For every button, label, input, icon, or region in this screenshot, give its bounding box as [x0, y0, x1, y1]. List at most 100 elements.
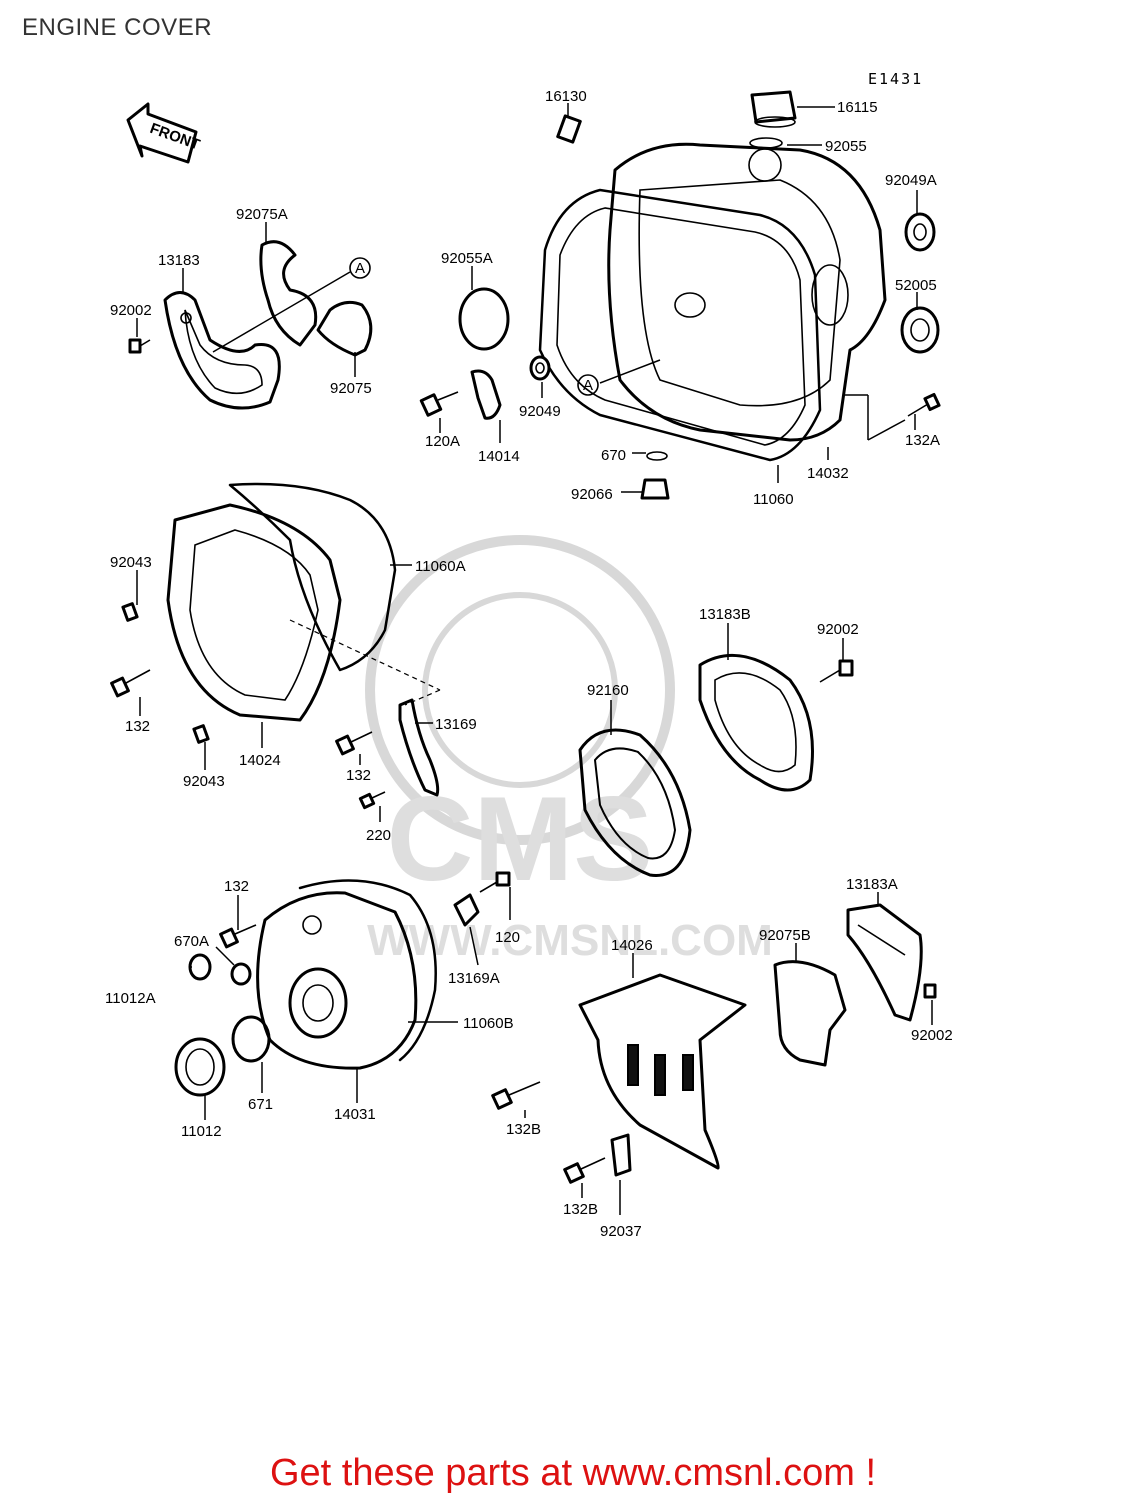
label-132-b: 132	[346, 767, 371, 784]
label-92002-b: 92002	[817, 621, 859, 638]
pin-92043-a-icon	[121, 602, 139, 622]
label-13169A: 13169A	[448, 970, 500, 987]
part-13183-guard	[163, 291, 281, 410]
bolt-132-a-icon	[110, 669, 151, 698]
part-14026-sprocket-cover	[578, 973, 747, 1170]
watermark-logo-text: CMS	[387, 772, 654, 906]
pin-92043-b-icon	[192, 724, 210, 744]
seal-92049-icon	[529, 355, 551, 381]
label-92075B: 92075B	[759, 927, 811, 944]
label-92075A: 92075A	[236, 206, 288, 223]
ref-marker-a2-circle	[577, 374, 599, 396]
label-52005: 52005	[895, 277, 937, 294]
oring-92055A-icon	[458, 287, 510, 351]
part-16130-plug-icon	[556, 114, 582, 144]
label-132B-b: 132B	[563, 1201, 598, 1218]
bolt-92002-b-icon	[819, 659, 854, 683]
label-92075: 92075	[330, 380, 372, 397]
oring-671-icon	[231, 1015, 271, 1063]
part-labels: 16130 16115 92055 92049A 92075A 13183 92…	[105, 88, 953, 1240]
page-title: ENGINE COVER	[22, 14, 213, 41]
label-13183A: 13183A	[846, 876, 898, 893]
part-13169-guide	[398, 698, 440, 797]
label-92055A: 92055A	[441, 250, 493, 267]
plug-92066-icon	[640, 478, 670, 500]
part-11060B-gasket	[298, 879, 437, 1062]
part-14031-generator-cover	[256, 891, 418, 1070]
label-92160: 92160	[587, 682, 629, 699]
label-132B-a: 132B	[506, 1121, 541, 1138]
label-132-a: 132	[125, 718, 150, 735]
plate-92075B-icon	[773, 960, 847, 1067]
label-11012: 11012	[181, 1123, 222, 1140]
label-92055: 92055	[825, 138, 867, 155]
guard-13183A-icon	[846, 903, 923, 1022]
plug-11012A-icon	[188, 953, 212, 981]
ref-marker-a2-label: A	[583, 377, 593, 394]
bolt-92002-c-icon	[923, 983, 937, 999]
front-arrow-icon: FRONT	[126, 102, 202, 164]
bolt-132-c-icon	[219, 924, 257, 949]
label-11060A: 11060A	[415, 558, 466, 575]
label-11060B: 11060B	[463, 1015, 514, 1032]
part-14024-cover	[166, 503, 342, 722]
footer-cta-link[interactable]: Get these parts at www.cmsnl.com !	[269, 1452, 877, 1494]
part-92075A-plate	[259, 240, 318, 347]
screw-220-icon	[358, 791, 386, 810]
label-670A: 670A	[174, 933, 209, 950]
part-13183B-guard	[698, 653, 814, 792]
part-92075-plate	[316, 300, 373, 357]
leader-lines	[136, 103, 933, 1215]
label-120A: 120A	[425, 433, 460, 450]
oring-670-icon	[646, 451, 668, 461]
cap-11012-icon	[174, 1037, 226, 1097]
part-11060A-gasket	[228, 482, 397, 672]
bolt-132A-icon	[907, 392, 941, 417]
part-16115-filler-cap-icon	[750, 90, 797, 128]
label-16115: 16115	[837, 99, 878, 116]
label-92049A: 92049A	[885, 172, 937, 189]
label-220: 220	[366, 827, 391, 844]
bolt-120-icon	[479, 871, 511, 893]
label-92037: 92037	[600, 1223, 642, 1240]
part-14032-crankcase-cover	[607, 142, 887, 442]
seal-92049A-icon	[904, 212, 936, 252]
bracket-92037-icon	[610, 1133, 632, 1177]
label-120: 120	[495, 929, 520, 946]
label-14026: 14026	[611, 937, 653, 954]
label-13169: 13169	[435, 716, 477, 733]
label-11060: 11060	[753, 491, 794, 508]
watermark: CMS WWW.CMSNL.COM	[365, 535, 773, 965]
part-92160-gasket	[578, 728, 692, 877]
label-132-c: 132	[224, 878, 249, 895]
bolt-132B-b-icon	[563, 1157, 606, 1184]
bolt-120A-icon	[419, 391, 459, 417]
label-14014: 14014	[478, 448, 520, 465]
label-92043-a: 92043	[110, 554, 152, 571]
label-92043-b: 92043	[183, 773, 225, 790]
seal-52005-icon	[900, 306, 940, 354]
label-13183B: 13183B	[699, 606, 751, 623]
label-92002-a: 92002	[110, 302, 152, 319]
label-16130: 16130	[545, 88, 587, 105]
oring-670A-icon	[230, 962, 252, 986]
part-11060-gasket	[538, 188, 822, 462]
label-670: 670	[601, 447, 626, 464]
label-14032: 14032	[807, 465, 849, 482]
label-14024: 14024	[239, 752, 281, 769]
label-92049: 92049	[519, 403, 561, 420]
bolt-132-b-icon	[335, 731, 373, 756]
diagram-code: E1431	[868, 70, 923, 88]
label-671: 671	[248, 1096, 273, 1113]
bolt-92002-icon	[128, 338, 151, 354]
oring-92055-icon	[749, 137, 783, 149]
label-92002-c: 92002	[911, 1027, 953, 1044]
ref-marker-a-label: A	[355, 260, 365, 277]
label-92066: 92066	[571, 486, 613, 503]
bracket-13169A-icon	[453, 893, 480, 927]
ref-marker-a-circle	[349, 257, 371, 279]
label-11012A: 11012A	[105, 990, 156, 1007]
label-14031: 14031	[334, 1106, 376, 1123]
bracket-14014-icon	[470, 369, 502, 420]
